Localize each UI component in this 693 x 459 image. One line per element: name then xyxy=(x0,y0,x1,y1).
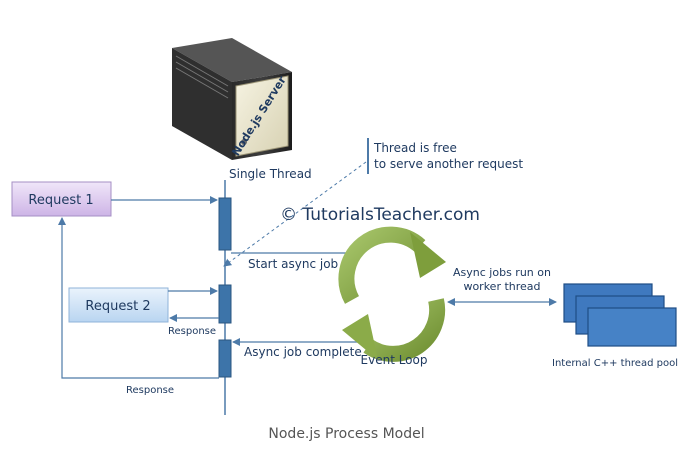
server-icon: Node.js Server xyxy=(172,38,292,160)
event-loop-icon xyxy=(338,226,446,362)
request-2-label: Request 2 xyxy=(85,299,150,314)
request-2-box: Request 2 xyxy=(68,287,169,323)
thread-free-dashed-arrow xyxy=(223,161,367,267)
async-jobs-label-line2: worker thread xyxy=(463,280,540,293)
thread-pool-label: Internal C++ thread pool xyxy=(552,358,678,369)
thread-bar-1 xyxy=(218,197,232,251)
thread-free-label-line1: Thread is free xyxy=(373,141,457,155)
response-1-label: Response xyxy=(126,385,174,396)
event-loop-label: Event Loop xyxy=(361,353,428,367)
single-thread-label: Single Thread xyxy=(229,167,312,181)
start-async-label: Start async job xyxy=(248,257,338,271)
diagram-caption: Node.js Process Model xyxy=(268,426,425,442)
async-complete-label: Async job complete xyxy=(244,345,362,359)
response-2-label: Response xyxy=(168,326,216,337)
request-1-box: Request 1 xyxy=(11,181,112,217)
watermark: © TutorialsTeacher.com xyxy=(280,205,480,225)
thread-pool-icon xyxy=(563,283,677,347)
request-1-label: Request 1 xyxy=(28,193,93,208)
thread-bar-3 xyxy=(218,339,232,378)
response-1-arrow xyxy=(58,217,219,379)
async-jobs-label-line1: Async jobs run on xyxy=(453,266,551,279)
thread-free-label-line2: to serve another request xyxy=(374,157,523,171)
thread-bar-2 xyxy=(218,284,232,324)
